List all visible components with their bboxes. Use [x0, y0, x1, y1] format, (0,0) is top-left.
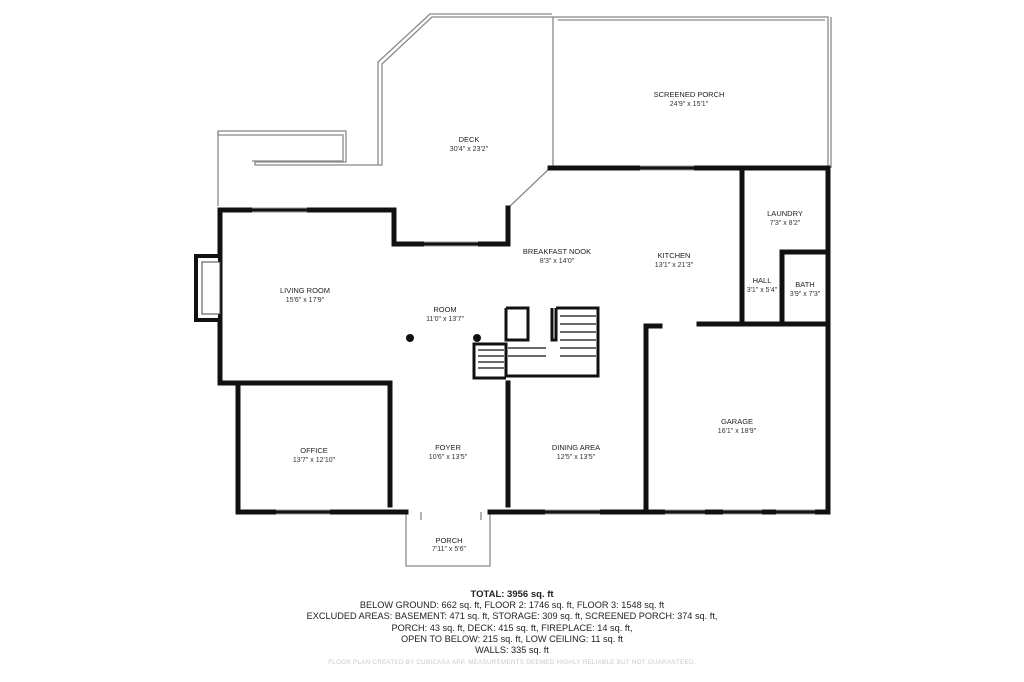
summary-line-4: OPEN TO BELOW: 215 sq. ft, LOW CEILING: …: [401, 633, 623, 644]
room-dims-screened-porch: 24'9" x 15'1": [670, 101, 709, 108]
windows: [252, 165, 815, 515]
deck-slant-line: [377, 13, 552, 165]
summary-total: TOTAL: 3956 sq. ft: [470, 589, 554, 600]
room-dims-bath: 3'9" x 7'3": [790, 291, 821, 298]
fireplace: [194, 254, 222, 322]
room-dims-kitchen: 13'1" x 21'3": [655, 262, 694, 269]
deck-inner-outline: [217, 131, 344, 162]
room-name-bath: BATH: [795, 280, 814, 289]
walls: [217, 165, 831, 515]
screened-porch-outline: [550, 16, 829, 168]
room-name-hall: HALL: [753, 276, 772, 285]
room-name-laundry: LAUNDRY: [767, 209, 803, 218]
post: [406, 334, 414, 342]
room-name-room: ROOM: [433, 305, 456, 314]
room-name-deck: DECK: [459, 135, 480, 144]
room-name-screened-porch: SCREENED PORCH: [654, 90, 725, 99]
summary-line-3: PORCH: 43 sq. ft, DECK: 415 sq. ft, FIRE…: [391, 622, 633, 633]
deck-outline: [217, 16, 550, 206]
staircase: [472, 306, 600, 380]
room-name-breakfast-nook: BREAKFAST NOOK: [523, 247, 591, 256]
room-name-living-room: LIVING ROOM: [280, 286, 330, 295]
room-name-porch: PORCH: [435, 536, 462, 545]
area-summary: TOTAL: 3956 sq. ft BELOW GROUND: 662 sq.…: [262, 589, 762, 656]
summary-line-1: BELOW GROUND: 662 sq. ft, FLOOR 2: 1746 …: [359, 600, 665, 611]
room-dims-laundry: 7'3" x 8'2": [770, 220, 801, 227]
room-dims-garage: 16'1" x 18'9": [718, 428, 757, 435]
summary-line-2: EXCLUDED AREAS: BASEMENT: 471 sq. ft, ST…: [306, 611, 718, 622]
living-room-east-wall: [387, 205, 511, 247]
deck-door-line: [507, 167, 551, 209]
room-dims-foyer: 10'6" x 13'5": [429, 454, 468, 461]
front-porch-outline: [405, 512, 491, 567]
room-dims-porch: 7'11" x 5'6": [432, 546, 466, 553]
room-name-kitchen: KITCHEN: [658, 251, 691, 260]
room-labels: SCREENED PORCH 24'9" x 15'1" DECK 30'4" …: [280, 90, 821, 553]
room-name-office: OFFICE: [300, 446, 328, 455]
garage-west-wall: [643, 323, 663, 515]
room-dims-living-room: 15'6" x 17'9": [286, 297, 325, 304]
summary-line-5: WALLS: 335 sq. ft: [475, 645, 549, 656]
room-dims-breakfast-nook: 8'3" x 14'0": [540, 258, 575, 265]
room-name-dining-area: DINING AREA: [552, 443, 600, 452]
thin-outlines: [217, 13, 832, 567]
post: [473, 334, 481, 342]
office-wall: [235, 380, 409, 515]
kitchen-north-wall: [547, 165, 831, 329]
garage-wall: [696, 321, 831, 515]
room-dims-room: 11'0" x 13'7": [426, 316, 464, 323]
room-dims-deck: 30'4" x 23'2": [450, 146, 489, 153]
room-dims-hall: 3'1" x 5'4": [747, 287, 778, 294]
room-dims-office: 13'7" x 12'10": [293, 457, 336, 464]
room-dims-dining-area: 12'5" x 13'5": [557, 454, 596, 461]
disclaimer-note: FLOOR PLAN CREATED BY CUBICASA APP. MEAS…: [328, 659, 696, 666]
room-name-foyer: FOYER: [435, 443, 461, 452]
room-name-garage: GARAGE: [721, 417, 753, 426]
